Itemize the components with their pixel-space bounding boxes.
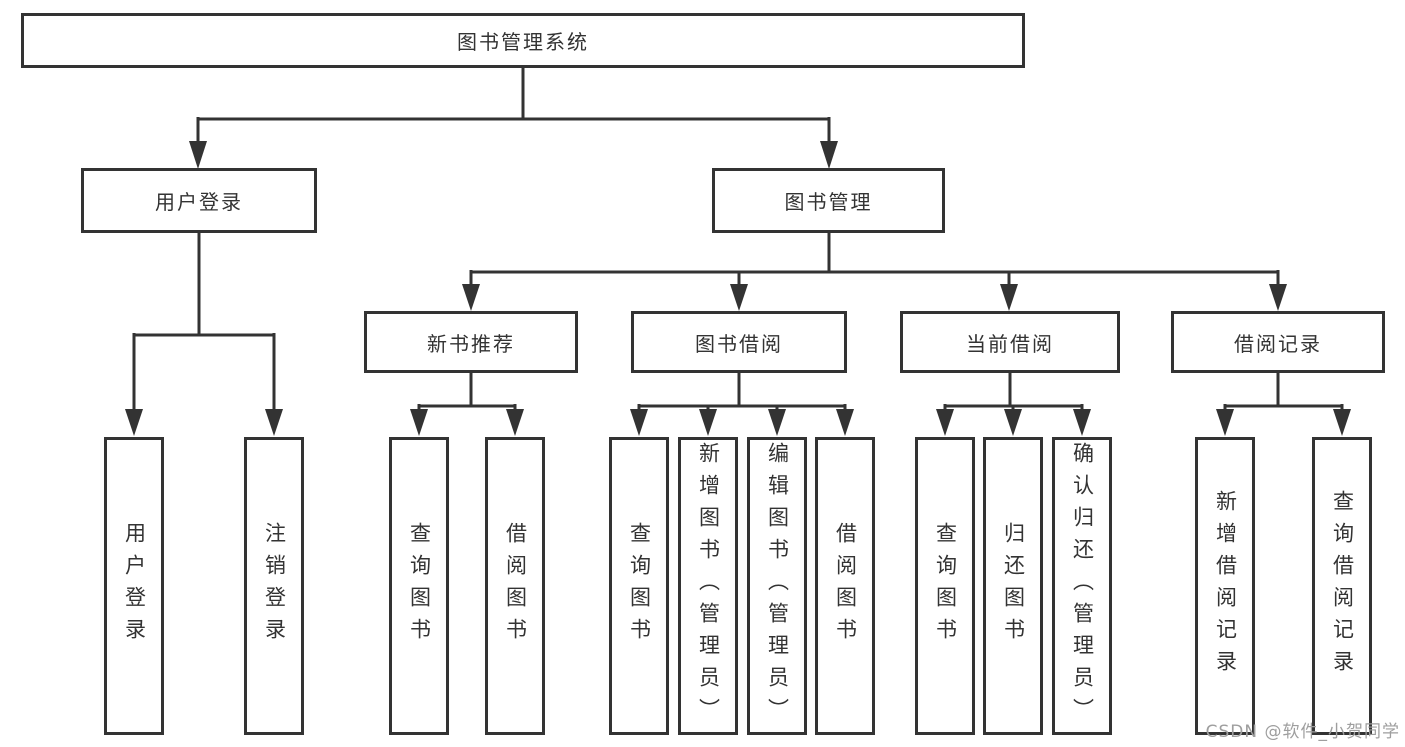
leaf-borrowing-add-books-admin-label: 新增图书（管理员）: [696, 442, 721, 730]
leaf-borrowing-add-books-admin: 新增图书（管理员）: [678, 437, 738, 735]
leaf-logout: 注销登录: [244, 437, 304, 735]
leaf-newbooks-query-books-label: 查询图书: [407, 522, 432, 650]
arrow-down-icon: [265, 409, 283, 436]
leaf-records-query-record-label: 查询借阅记录: [1330, 490, 1355, 682]
node-book-management-label: 图书管理: [784, 190, 873, 214]
leaf-current-query-books-label: 查询图书: [933, 522, 958, 650]
leaf-current-query-books: 查询图书: [915, 437, 975, 735]
arrow-down-icon: [506, 409, 524, 436]
leaf-current-return-books: 归还图书: [983, 437, 1043, 735]
arrow-down-icon: [936, 409, 954, 436]
leaf-current-confirm-return-admin: 确认归还（管理员）: [1052, 437, 1112, 735]
leaf-records-add-record: 新增借阅记录: [1195, 437, 1255, 735]
leaf-borrowing-borrow-books: 借阅图书: [815, 437, 875, 735]
leaf-borrowing-query-books: 查询图书: [609, 437, 669, 735]
connector-borrowing-to-leaves: [637, 373, 847, 410]
arrow-down-icon: [125, 409, 143, 436]
leaf-user-login: 用户登录: [104, 437, 164, 735]
node-root-library-system: 图书管理系统: [21, 13, 1025, 68]
leaf-borrowing-query-books-label: 查询图书: [627, 522, 652, 650]
leaf-records-query-record: 查询借阅记录: [1312, 437, 1372, 735]
leaf-newbooks-borrow-books: 借阅图书: [485, 437, 545, 735]
leaf-logout-label: 注销登录: [262, 522, 287, 650]
node-current-borrowing-label: 当前借阅: [966, 331, 1054, 356]
csdn-watermark: CSDN @软件_小贺同学: [1205, 722, 1400, 742]
arrow-down-icon: [768, 409, 786, 436]
arrowhead-icons: [125, 141, 1351, 436]
leaf-borrowing-edit-books-admin: 编辑图书（管理员）: [747, 437, 807, 735]
arrow-down-icon: [699, 409, 717, 436]
connector-userlogin-to-leaves: [132, 233, 276, 410]
arrow-down-icon: [836, 409, 854, 436]
leaf-borrowing-borrow-books-label: 借阅图书: [833, 522, 858, 650]
node-book-management: 图书管理: [712, 168, 945, 233]
node-book-borrowing-label: 图书借阅: [695, 331, 783, 356]
connector-current-to-leaves: [943, 373, 1084, 410]
node-user-login-label: 用户登录: [155, 190, 243, 214]
connector-bookmgmt-to-level3: [469, 233, 1280, 286]
arrow-down-icon: [1269, 284, 1287, 311]
node-new-book-recommend: 新书推荐: [364, 311, 578, 373]
arrow-down-icon: [1004, 409, 1022, 436]
arrow-down-icon: [189, 141, 207, 169]
arrow-down-icon: [1073, 409, 1091, 436]
arrow-down-icon: [630, 409, 648, 436]
node-new-book-recommend-label: 新书推荐: [427, 331, 515, 356]
node-borrowing-records: 借阅记录: [1171, 311, 1385, 373]
node-borrowing-records-label: 借阅记录: [1234, 331, 1322, 356]
arrow-down-icon: [1000, 284, 1018, 311]
arrow-down-icon: [1333, 409, 1351, 436]
node-book-borrowing: 图书借阅: [631, 311, 847, 373]
arrow-down-icon: [730, 284, 748, 311]
leaf-current-return-books-label: 归还图书: [1001, 522, 1026, 650]
leaf-newbooks-query-books: 查询图书: [389, 437, 449, 735]
arrow-down-icon: [1216, 409, 1234, 436]
leaf-current-confirm-return-admin-label: 确认归还（管理员）: [1070, 442, 1095, 730]
node-current-borrowing: 当前借阅: [900, 311, 1120, 373]
leaf-records-add-record-label: 新增借阅记录: [1213, 490, 1238, 682]
arrow-down-icon: [462, 284, 480, 311]
leaf-newbooks-borrow-books-label: 借阅图书: [503, 522, 528, 650]
leaf-user-login-label: 用户登录: [122, 522, 147, 650]
node-user-login: 用户登录: [81, 168, 317, 233]
connector-records-to-leaves: [1223, 373, 1344, 410]
leaf-borrowing-edit-books-admin-label: 编辑图书（管理员）: [765, 442, 790, 730]
connector-root-to-level2: [196, 68, 831, 143]
arrow-down-icon: [410, 409, 428, 436]
connector-newbooks-to-leaves: [417, 373, 517, 410]
node-root-label: 图书管理系统: [457, 30, 589, 54]
arrow-down-icon: [820, 141, 838, 169]
